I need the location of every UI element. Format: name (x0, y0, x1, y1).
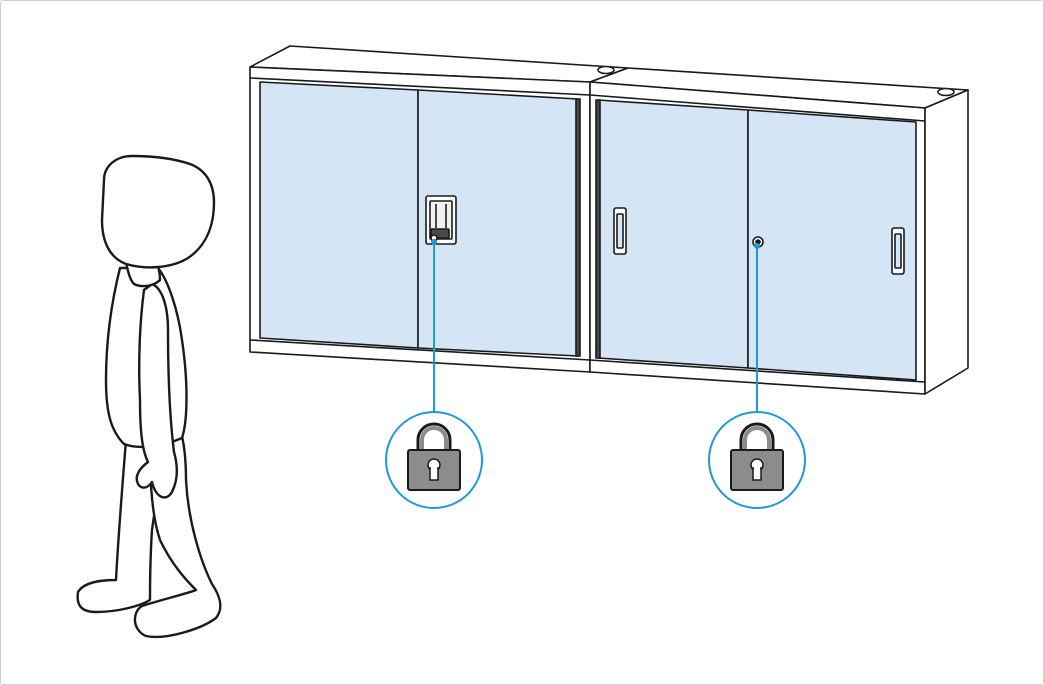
callouts (385, 239, 806, 509)
cabinet-side-panel (924, 89, 969, 395)
door-handles (613, 207, 905, 275)
person-walking-icon (76, 154, 222, 639)
left-cabinet-door-1 (259, 81, 419, 349)
grommet-icon (937, 87, 955, 97)
grommet-icon (597, 65, 615, 75)
padlock-icon (385, 411, 483, 509)
keypad-lock-icon (425, 195, 457, 245)
padlock-icon (708, 411, 806, 509)
right-cabinet-door-2 (747, 109, 917, 381)
person-arm (135, 282, 178, 499)
person-head (100, 154, 216, 269)
glass-doors (259, 81, 917, 381)
